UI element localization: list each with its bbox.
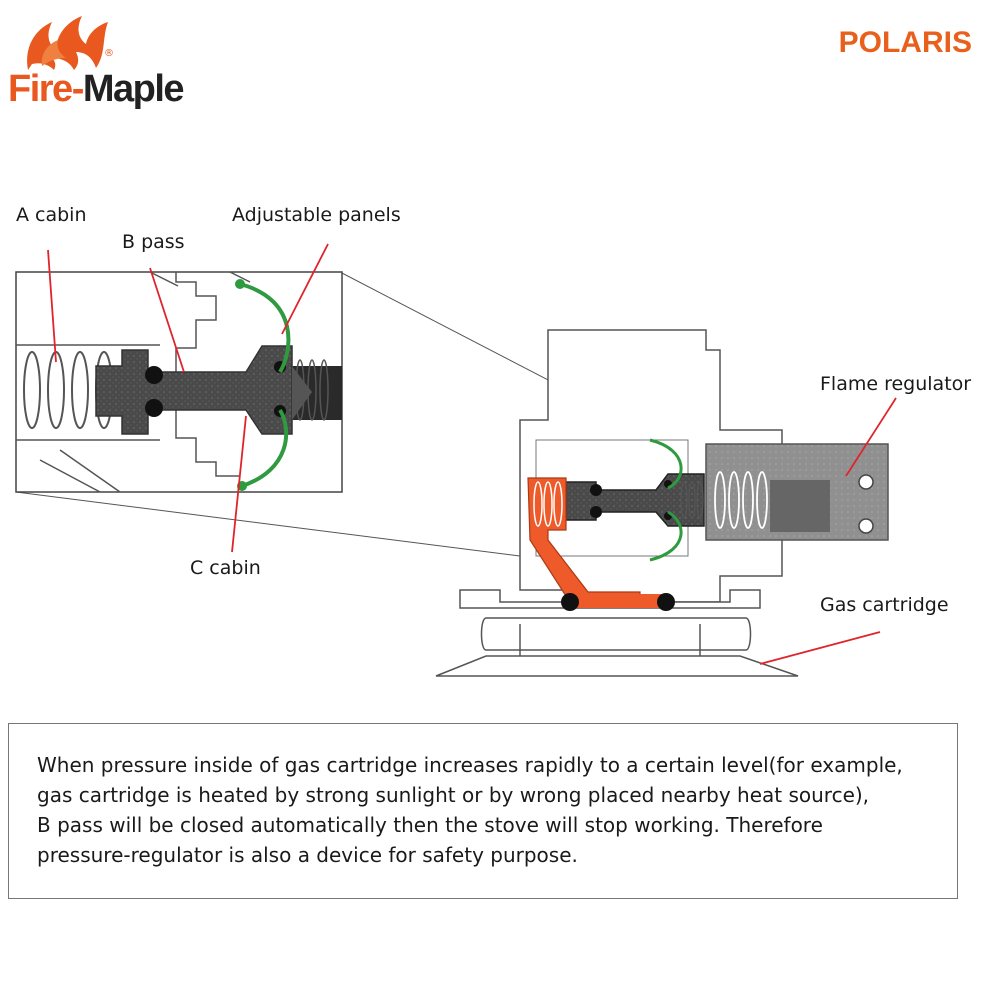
registered-mark: ®: [104, 48, 114, 59]
label-gas-cartridge: Gas cartridge: [820, 594, 949, 616]
brand-name: Fire-Maple: [8, 68, 185, 111]
label-flame-regulator: Flame regulator: [820, 373, 972, 395]
caption-line: B pass will be closed automatically then…: [37, 813, 823, 837]
zoom-inset: [15, 271, 343, 493]
valve-stem: [565, 438, 705, 562]
inset-adjustable-panel: [239, 282, 291, 488]
label-b-pass: B pass: [122, 231, 185, 253]
label-adjustable-panels: Adjustable panels: [232, 204, 401, 226]
caption-box: When pressure inside of gas cartridge in…: [8, 723, 958, 899]
flame-logo-icon: [27, 16, 108, 70]
flame-regulator-part: [705, 443, 889, 541]
product-title: POLARIS: [838, 26, 972, 59]
brand-name-part1: Fire-: [8, 68, 84, 110]
label-a-cabin: A cabin: [16, 204, 87, 226]
caption-line: pressure-regulator is also a device for …: [37, 843, 578, 867]
inset-o-ring: [145, 366, 163, 384]
leader-lines: [47, 243, 897, 665]
pressure-regulator-part: [527, 477, 675, 611]
brand-logo: ® Fire-Maple: [8, 6, 198, 110]
label-c-cabin: C cabin: [190, 557, 261, 579]
caption-line: When pressure inside of gas cartridge in…: [37, 753, 903, 777]
inset-o-ring: [145, 399, 163, 417]
caption-line: gas cartridge is heated by strong sunlig…: [37, 783, 870, 807]
caption-text: When pressure inside of gas cartridge in…: [37, 750, 937, 870]
inset-valve-stem: [95, 345, 293, 435]
brand-name-part2: Maple: [82, 68, 185, 110]
